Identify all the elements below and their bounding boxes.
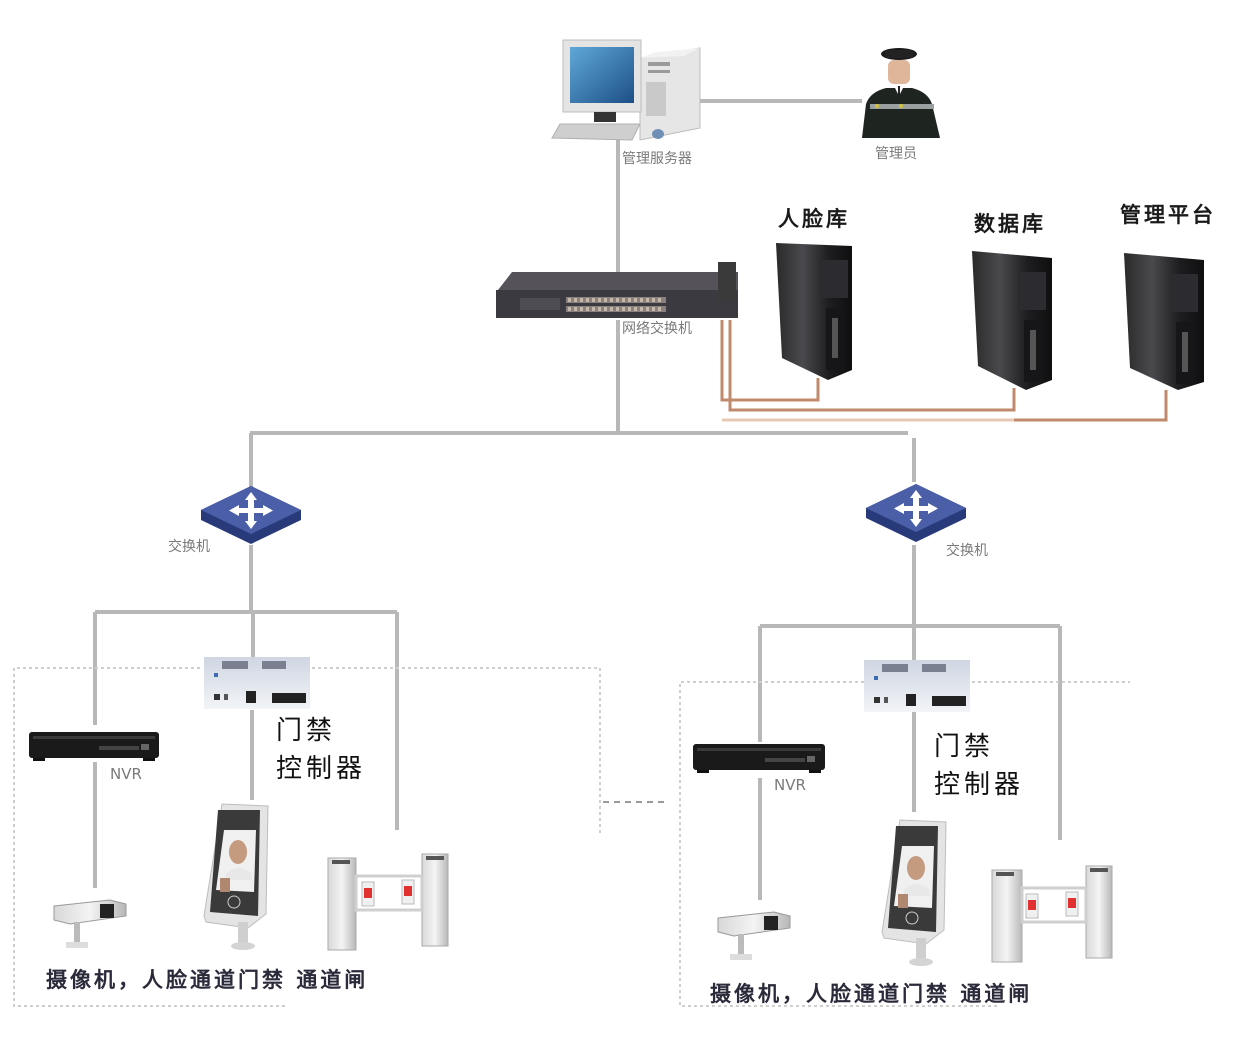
group-boxes (13, 667, 1130, 1007)
right-face-terminal-caption: 人脸通道门禁 (806, 981, 950, 1006)
link-switch-platform (1014, 390, 1168, 422)
face-recognition-terminal-icon (203, 803, 269, 950)
tower-server-icon (972, 251, 1052, 390)
turnstile-gate-icon (991, 865, 1113, 963)
left-nvr-label: NVR (110, 765, 142, 783)
right-gate-caption: 通道闸 (960, 981, 1033, 1006)
links (93, 99, 1062, 900)
right-controller-label-line2: 控制器 (934, 770, 1025, 800)
database-label: 数据库 (974, 211, 1046, 236)
administrator-label: 管理员 (875, 146, 917, 162)
face-recognition-terminal-icon (881, 819, 947, 966)
right-group-box (679, 681, 1000, 1007)
bullet-camera-icon (53, 899, 127, 948)
left-controller-label-line2: 控制器 (276, 754, 367, 784)
right-controller-label-line1: 门禁 (934, 732, 995, 762)
left-devices-caption: 摄像机，人脸通道门禁 通道闸 (46, 964, 368, 994)
network-switch-label: 网络交换机 (622, 321, 692, 337)
server-links (720, 320, 1168, 422)
access-controller-icon (864, 660, 970, 712)
right-devices-caption: 摄像机，人脸通道门禁 通道闸 (710, 978, 1032, 1008)
left-face-terminal-caption: 人脸通道门禁 (142, 967, 286, 992)
right-camera-caption: 摄像机 (710, 981, 782, 1006)
turnstile-gate-icon (327, 853, 449, 951)
nvr-icon (29, 732, 159, 761)
link-switch-facedb (720, 320, 820, 402)
right-nvr-label: NVR (774, 776, 806, 794)
left-caption-separator: ， (118, 967, 142, 992)
management-platform-label: 管理平台 (1120, 202, 1216, 227)
management-server-label: 管理服务器 (622, 151, 692, 167)
tower-server-icon (776, 243, 852, 380)
face-db-label: 人脸库 (778, 206, 850, 231)
security-guard-icon (862, 48, 940, 138)
left-camera-caption: 摄像机 (46, 967, 118, 992)
nvr-icon (693, 744, 825, 773)
bullet-camera-icon (717, 911, 791, 960)
network-switch-icon (866, 484, 966, 542)
access-controller-icon (204, 657, 310, 709)
tower-server-icon (1124, 253, 1204, 390)
right-controller-label: 门禁 控制器 (934, 728, 1024, 804)
left-controller-label: 门禁 控制器 (276, 712, 366, 788)
right-caption-separator: ， (782, 981, 806, 1006)
left-gate-caption: 通道闸 (296, 967, 369, 992)
left-switch-label: 交换机 (168, 539, 210, 555)
desktop-computer-icon (551, 39, 701, 141)
left-group-box (13, 667, 285, 1007)
left-group-box-right (312, 667, 601, 835)
network-switch-icon (201, 486, 301, 544)
rack-switch-icon (496, 262, 738, 318)
link-switch-database (728, 320, 1016, 412)
right-switch-label: 交换机 (946, 543, 988, 559)
left-controller-label-line1: 门禁 (276, 716, 337, 746)
